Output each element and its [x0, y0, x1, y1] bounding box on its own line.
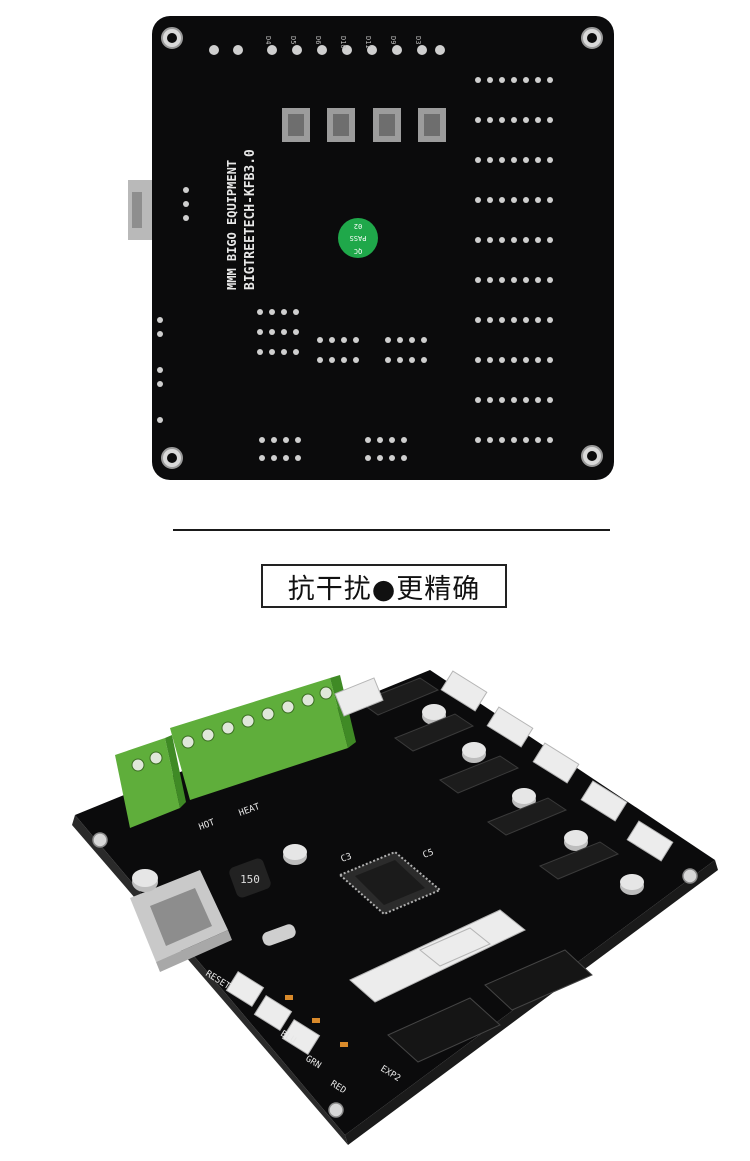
top-pin-row: [209, 45, 445, 55]
pin-label: D5: [289, 36, 297, 44]
svg-text:PASS: PASS: [350, 234, 367, 242]
lower-pin-blocks: [157, 187, 427, 461]
pin-label: D10: [339, 36, 347, 49]
board-subtitle-silkscreen: MMM BIGO EQUIPMENT: [225, 160, 239, 290]
board-front-photo: 150 RESET RED GRN: [0, 630, 750, 1161]
front-mounting-holes: [92, 832, 698, 1118]
mounting-holes: [161, 27, 603, 469]
pin-label: D3: [414, 36, 422, 44]
green-screw-terminals: [115, 675, 356, 828]
board-title-silkscreen: BIGTREETECH-KFB3.0: [243, 149, 258, 290]
right-pin-blocks: [475, 77, 553, 443]
svg-text:C3: C3: [340, 852, 354, 865]
section-divider: [173, 529, 610, 531]
svg-text:QC: QC: [354, 247, 362, 255]
board-back-photo: D4 D5 D6 D10 D11 D9 D3 BIGTREETECH-KFB3.…: [0, 0, 750, 520]
mcu-chip: [338, 850, 442, 916]
pin-label: D4: [264, 36, 272, 44]
bottom-white-connectors: [225, 909, 526, 1055]
pin-label: D6: [314, 36, 322, 44]
caption-text: 抗干扰●更精确: [287, 573, 481, 605]
capacitors: [132, 704, 644, 895]
svg-text:150: 150: [240, 873, 260, 886]
caption-box: 抗干扰●更精确: [261, 564, 507, 608]
qc-pass-sticker: QC PASS 02: [338, 218, 378, 258]
svg-text:02: 02: [354, 222, 362, 230]
smd-components: [285, 995, 348, 1047]
white-jst-connectors: [334, 670, 674, 862]
usb-b-socket: [130, 870, 232, 972]
crystal: [262, 924, 296, 946]
pin-label: D9: [389, 36, 397, 44]
svg-text:C5: C5: [422, 848, 436, 861]
pcb-back: [152, 16, 614, 480]
pin-label: D11: [364, 36, 372, 49]
exp-headers: [387, 949, 593, 1063]
inductor: 150: [229, 858, 271, 898]
stepper-driver-sockets: [358, 677, 620, 880]
